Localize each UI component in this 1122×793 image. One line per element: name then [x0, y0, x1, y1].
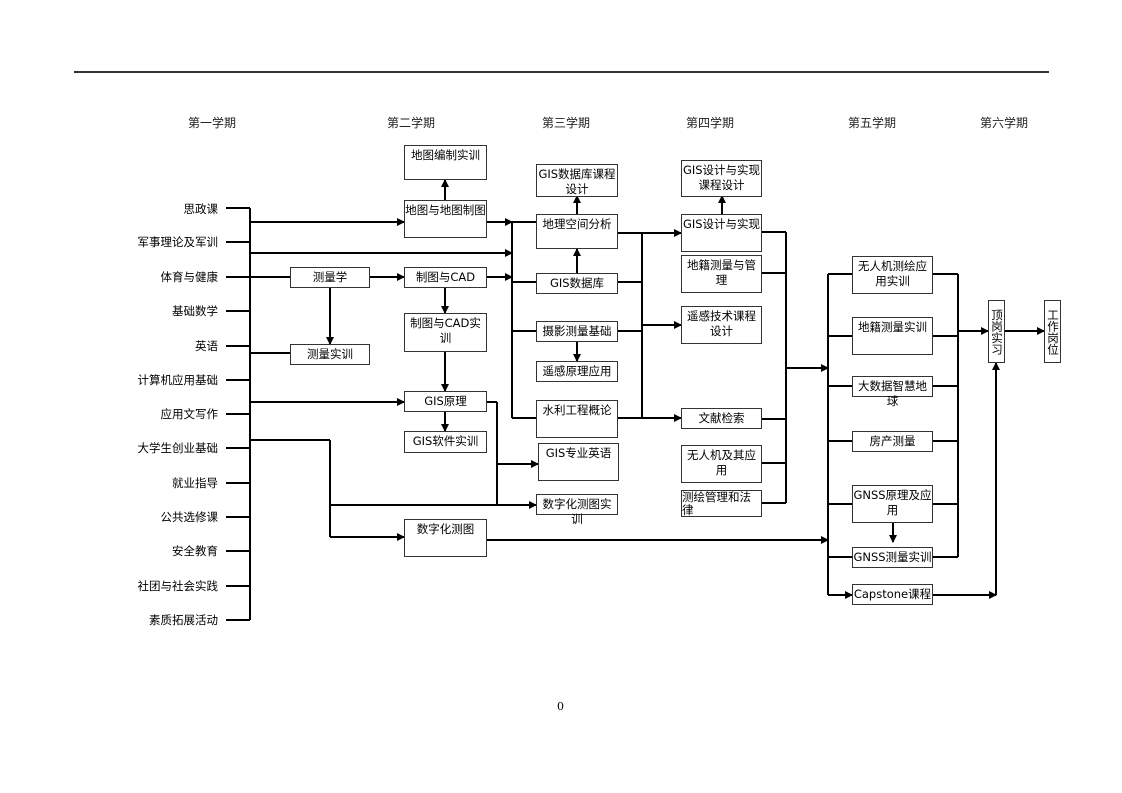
course-internship: 顶岗实习 [988, 300, 1005, 363]
course-gis-database: GIS数据库 [536, 273, 618, 294]
semester-2-heading: 第二学期 [387, 116, 436, 130]
course-surveying-practice: 测量实训 [290, 344, 370, 365]
course-gnss-practice: GNSS测量实训 [852, 547, 933, 568]
foundation-course: 思政课 [183, 202, 219, 216]
foundation-course: 计算机应用基础 [137, 373, 219, 387]
foundation-course: 公共选修课 [160, 510, 219, 524]
course-gis-principle: GIS原理 [404, 391, 487, 412]
course-uav-practice: 无人机测绘应用实训 [852, 256, 933, 294]
course-rs-course-design: 遥感技术课程设计 [681, 306, 762, 344]
course-gis-design: GIS设计与实现 [681, 214, 762, 252]
foundation-course: 大学生创业基础 [137, 441, 219, 455]
page-number: 0 [557, 700, 564, 713]
foundation-course: 社团与社会实践 [137, 579, 219, 593]
semester-1-heading: 第一学期 [188, 116, 237, 130]
course-gnss-principle: GNSS原理及应用 [852, 485, 933, 523]
course-gis-software-practice: GIS软件实训 [404, 431, 487, 453]
semester-6-heading: 第六学期 [980, 116, 1029, 130]
course-big-data-earth: 大数据智慧地球 [852, 376, 933, 408]
course-hydraulic-eng: 水利工程概论 [536, 400, 618, 438]
course-gis-english: GIS专业英语 [538, 443, 619, 481]
foundation-course: 英语 [195, 339, 218, 353]
foundation-course: 素质拓展活动 [149, 613, 218, 627]
course-photogrammetry: 摄影测量基础 [536, 321, 618, 342]
course-gis-db-design: GIS数据库课程设计 [536, 164, 618, 197]
course-property-survey: 房产测量 [852, 431, 933, 452]
course-survey-law: 测绘管理和法律 [681, 490, 762, 517]
foundation-course: 安全教育 [172, 544, 218, 558]
course-uav-app: 无人机及其应用 [681, 445, 762, 483]
course-map-cartography: 地图与地图制图 [404, 200, 487, 238]
header-rule [74, 71, 1049, 73]
course-digital-mapping: 数字化测图 [404, 519, 487, 557]
course-spatial-analysis: 地理空间分析 [536, 214, 618, 249]
course-drafting-cad-practice: 制图与CAD实训 [404, 313, 487, 352]
course-drafting-cad: 制图与CAD [404, 267, 487, 288]
course-remote-sensing-app: 遥感原理应用 [536, 361, 618, 382]
semester-3-heading: 第三学期 [542, 116, 591, 130]
course-literature-search: 文献检索 [681, 408, 762, 429]
foundation-course: 就业指导 [172, 476, 218, 490]
semester-4-heading: 第四学期 [686, 116, 735, 130]
course-cadastral-practice: 地籍测量实训 [852, 317, 933, 355]
course-surveying: 测量学 [290, 267, 370, 288]
foundation-course: 体育与健康 [160, 270, 219, 284]
course-digital-mapping-practice: 数字化测图实训 [536, 494, 618, 526]
foundation-course: 应用文写作 [160, 407, 219, 421]
semester-5-heading: 第五学期 [848, 116, 897, 130]
foundation-course: 基础数学 [172, 304, 218, 318]
course-cadastral-mgmt: 地籍测量与管理 [681, 255, 762, 293]
course-capstone: Capstone课程 [852, 584, 933, 605]
job-position: 工作岗位 [1044, 300, 1061, 363]
course-map-compile-practice: 地图编制实训 [404, 145, 487, 180]
foundation-course: 军事理论及军训 [137, 235, 219, 249]
course-gis-design-course: GIS设计与实现课程设计 [681, 160, 762, 197]
